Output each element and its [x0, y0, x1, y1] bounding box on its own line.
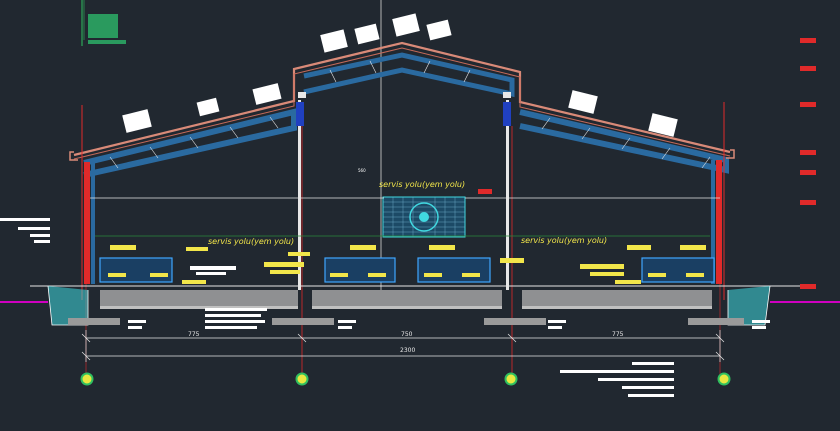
roof-trusses	[83, 52, 729, 178]
vertical-dimension-label: 560	[358, 168, 366, 173]
roof	[73, 41, 731, 160]
foundations	[68, 318, 744, 325]
floor-slabs	[30, 285, 810, 309]
annotation-blocks	[0, 13, 770, 397]
stall-units	[99, 245, 715, 284]
dimension-span-right: 775	[612, 331, 624, 338]
dimension-total: 2300	[400, 347, 415, 354]
left-gutter	[69, 151, 78, 161]
axis-markers	[80, 372, 731, 386]
service-label-center: servis yolu(yem yolu)	[379, 180, 465, 189]
ground-line	[0, 285, 840, 326]
red-tags	[478, 38, 816, 289]
service-corridor-lines	[90, 197, 720, 237]
title-block	[81, 0, 126, 46]
ventilation-fan	[382, 196, 466, 238]
right-gutter	[726, 149, 735, 159]
dimension-lines	[81, 330, 725, 362]
dimension-span-left: 775	[188, 331, 200, 338]
dimension-span-center: 750	[401, 331, 413, 338]
service-label-left: servis yolu(yem yolu)	[208, 237, 294, 246]
service-label-right: servis yolu(yem yolu)	[521, 236, 607, 245]
